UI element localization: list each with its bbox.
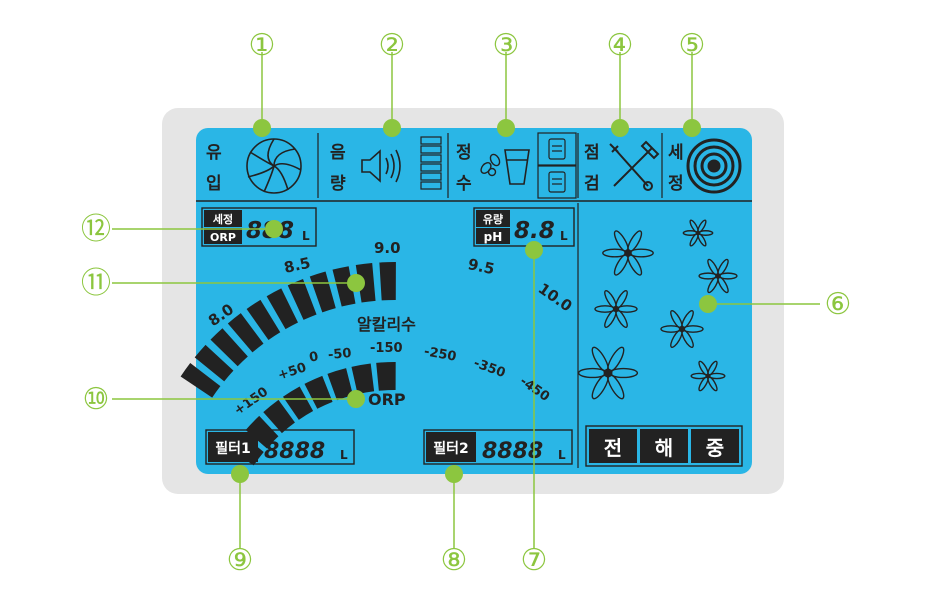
filter1-display: 필터1 8888 L [205, 429, 355, 465]
callout-1: ① [249, 28, 276, 63]
cup-icon [504, 149, 530, 185]
callout-11: ⑪ [81, 266, 111, 301]
gauge-segment [227, 313, 264, 353]
orp-label: ORP [368, 390, 406, 409]
speaker-icon [361, 149, 401, 183]
pills-icon [480, 153, 501, 177]
electrolysis-bubble-icons [577, 219, 738, 400]
electrolysis-char-1: 전 [604, 436, 622, 460]
inflow-label-1: 유 [206, 143, 222, 163]
orp-tick-minus150: -150 [370, 341, 403, 356]
flow-ph-label-bottom: pH [484, 230, 503, 244]
orp-tick-minus50: -50 [327, 346, 352, 363]
alkaline-water-label: 알칼리수 [357, 315, 416, 334]
clean-orp-unit: L [302, 229, 310, 243]
filter2-display: 필터2 8888 L [423, 429, 573, 465]
flow-ph-digits: 8.8 [514, 218, 555, 244]
clean-label-1: 세 [668, 143, 684, 163]
filter2-unit: L [558, 448, 566, 462]
purify-label-1: 정 [456, 143, 472, 163]
orp-tick-0: 0 [308, 349, 320, 365]
gauge-segment [376, 362, 396, 391]
gauge-segment [282, 386, 314, 420]
callout-8: ⑧ [441, 543, 468, 578]
sparkle-icon [602, 230, 654, 276]
filter2-label: 필터2 [433, 440, 469, 457]
gauge-segment [194, 344, 234, 382]
callout-4: ④ [607, 28, 634, 63]
gauge-segment [266, 288, 298, 330]
gauge-segment [287, 278, 317, 320]
callout-dots [231, 119, 717, 483]
inflow-label-2: 입 [206, 174, 222, 194]
ph-tick-8-5: 8.5 [282, 254, 312, 277]
gauge-segment [245, 415, 279, 449]
callout-12: ⑫ [81, 212, 111, 247]
filter1-label: 필터1 [215, 440, 251, 457]
volume-level-bars [420, 136, 442, 190]
gauge-segment [355, 263, 376, 303]
volume-label-2: 량 [330, 174, 346, 194]
gauge-segment [246, 299, 281, 341]
electrolysis-status: 전 해 중 [585, 425, 743, 467]
clean-orp-label-top: 세정 [213, 212, 233, 226]
callout-leaders [112, 52, 820, 548]
clean-label-2: 정 [668, 174, 684, 194]
sparkle-icon [577, 346, 639, 400]
callout-numbers: ① ② ③ ④ ⑤ ⑥ ⑦ ⑧ ⑨ ⑩ ⑪ ⑫ [81, 28, 851, 578]
tools-icon [609, 140, 660, 191]
callout-7: ⑦ [521, 543, 548, 578]
target-rings-icon [686, 138, 742, 194]
volume-label-1: 음 [330, 143, 346, 163]
inspect-label-2: 검 [584, 174, 600, 194]
ph-tick-9-5: 9.5 [466, 255, 496, 278]
gauge-segment [180, 363, 221, 398]
clean-orp-label-bottom: ORP [210, 231, 236, 244]
inspect-label-1: 점 [584, 143, 600, 163]
sparkle-icon [682, 219, 714, 247]
flow-ph-label-top: 유량 [483, 213, 503, 226]
gauge-segment [351, 363, 375, 395]
filter-cartridge-icons [537, 132, 577, 199]
orp-tick-minus250: -250 [423, 344, 458, 364]
sparkle-icon [698, 258, 738, 294]
sparkle-icon [660, 309, 704, 349]
callout-10: ⑩ [83, 382, 110, 417]
gauge-segment [309, 271, 336, 313]
callout-9: ⑨ [227, 543, 254, 578]
gauge-segment [332, 266, 356, 307]
callout-5: ⑤ [679, 28, 706, 63]
filter2-digits: 8888 [482, 439, 543, 464]
flow-ph-unit: L [560, 229, 568, 243]
filter1-digits: 8888 [264, 439, 325, 464]
electrolysis-char-3: 중 [706, 436, 724, 460]
gauge-segment [304, 375, 333, 409]
sparkle-icon [690, 360, 726, 392]
ph-gauge-segments [180, 262, 396, 398]
gauge-segment [210, 328, 248, 367]
gauge-segment [379, 262, 396, 301]
sparkle-icon [594, 289, 638, 329]
ph-tick-9-0: 9.0 [374, 239, 401, 257]
gauge-segment [263, 399, 295, 434]
turbine-icon [246, 138, 302, 194]
callout-3: ③ [493, 28, 520, 63]
flow-ph-display: 유량 pH 8.8 L [473, 207, 575, 247]
gauge-segment [327, 368, 354, 401]
electrolysis-char-2: 해 [655, 436, 673, 460]
callout-2: ② [379, 28, 406, 63]
callout-6: ⑥ [825, 287, 852, 322]
filter1-unit: L [340, 448, 348, 462]
purify-label-2: 수 [456, 174, 472, 194]
